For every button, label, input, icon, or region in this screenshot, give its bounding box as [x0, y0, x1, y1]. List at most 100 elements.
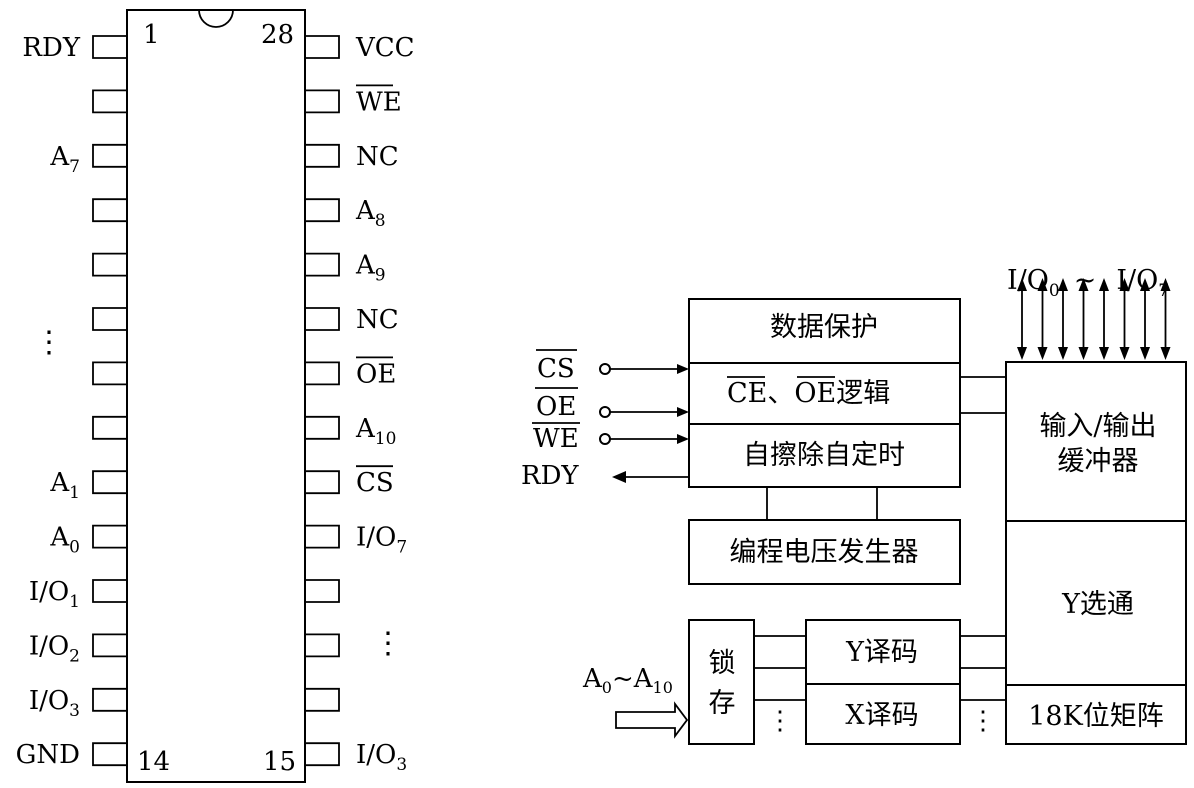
left-pin-1: [92, 35, 127, 59]
right-pin-label-27: WE: [356, 87, 402, 117]
y-gate-block: [1005, 520, 1187, 686]
left-pin-2: [92, 89, 127, 114]
right-pin-28: [305, 35, 340, 59]
y-gate-label: Y选通: [1061, 589, 1134, 620]
x-decoder-label: X译码: [845, 700, 918, 731]
cs-input-terminal: [599, 363, 611, 375]
left-pin-7: [92, 361, 127, 386]
bit-matrix-block: [1005, 684, 1187, 745]
chip-notch: [198, 9, 234, 28]
right-pin-21: [305, 415, 340, 440]
arrow-up-icon: [1078, 278, 1089, 291]
right-pin-15: [305, 742, 340, 767]
latch-x-dots: ⋮: [767, 706, 793, 736]
left-pin-12: [92, 633, 127, 658]
io-buffer-label-line2: 缓冲器: [1058, 446, 1139, 477]
arrow-up-icon: [1058, 278, 1068, 291]
pin-number-14: 14: [137, 747, 170, 777]
latch-label-line2: 存: [709, 688, 736, 719]
right-pin-label-24: A9: [355, 251, 386, 286]
right-ellipsis: ⋮: [373, 626, 403, 661]
right-pin-label-25: A8: [355, 196, 386, 231]
x-matrix-dots: ⋮: [970, 706, 996, 736]
arrow-down-icon: [1058, 347, 1068, 360]
right-pin-label-26: NC: [356, 142, 399, 172]
arrow-up-icon: [1099, 278, 1109, 291]
arrow-up-icon: [1017, 278, 1027, 291]
left-pin-label-10: A0: [49, 523, 80, 558]
right-pin-label-15: I/O3: [356, 740, 407, 775]
left-pin-label-11: I/O1: [29, 577, 80, 612]
arrow-down-icon: [1037, 347, 1048, 360]
left-pin-6: [92, 307, 127, 331]
arrow-up-icon: [1140, 278, 1150, 291]
right-pin-label-28: VCC: [355, 33, 415, 63]
data-protect-block: [688, 298, 961, 364]
program-voltage-generator-label: 编程电压发生器: [730, 537, 919, 568]
arrow-down-icon: [1140, 347, 1150, 360]
left-pin-label-1: RDY: [22, 33, 80, 63]
x-decoder-block: [805, 683, 961, 745]
right-pin-label-23: NC: [356, 305, 399, 335]
left-pin-label-14: GND: [16, 740, 80, 770]
rdy-arrowhead-icon: [612, 471, 626, 483]
left-pin-9: [92, 470, 127, 495]
oe-input-terminal: [599, 406, 611, 418]
ce-oe-logic-label: CE、OE逻辑: [727, 378, 890, 409]
arrow-up-icon: [1037, 278, 1048, 291]
right-pin-26: [305, 143, 340, 168]
left-pin-label-9: A1: [49, 468, 80, 503]
cs-signal-label: CS: [537, 354, 575, 384]
right-pin-27: [305, 89, 340, 114]
arrow-up-icon: [1160, 278, 1171, 291]
left-pin-4: [92, 198, 127, 223]
right-pin-20: [305, 470, 340, 495]
arrow-down-icon: [1078, 347, 1089, 360]
right-pin-23: [305, 307, 340, 331]
right-pin-18: [305, 579, 340, 603]
left-pin-label-13: I/O3: [29, 686, 80, 721]
y-decoder-label: Y译码: [845, 637, 918, 668]
right-pin-22: [305, 361, 340, 386]
right-pin-24: [305, 252, 340, 277]
right-pin-16: [305, 687, 340, 712]
block-diagram: I/O0~I/O7 数据保护 CE、OE逻辑 自擦除自定时 编程电压发生器 输入…: [521, 265, 1187, 745]
we-signal-label: WE: [533, 424, 579, 454]
io-buffer-label-line1: 输入/输出: [1039, 411, 1156, 442]
latch-block: [688, 619, 755, 745]
left-pin-10: [92, 524, 127, 549]
self-erase-timer-label: 自擦除自定时: [743, 440, 905, 471]
left-pin-11: [92, 579, 127, 603]
left-pin-5: [92, 252, 127, 277]
pin-number-15: 15: [263, 747, 296, 777]
data-protect-label: 数据保护: [770, 312, 878, 343]
cs-arrowhead-icon: [677, 364, 689, 374]
arrow-down-icon: [1119, 347, 1130, 360]
left-ellipsis: ⋮: [34, 325, 64, 360]
right-pin-label-19: I/O7: [356, 523, 407, 558]
rdy-signal-label: RDY: [521, 461, 579, 491]
pin-number-28: 28: [261, 20, 294, 50]
arrow-down-icon: [1160, 347, 1171, 360]
left-pin-14: [92, 742, 127, 767]
arrow-down-icon: [1017, 347, 1027, 360]
address-hollow-arrow-icon: [615, 701, 689, 739]
left-pin-13: [92, 687, 127, 712]
right-pin-label-21: A10: [355, 414, 396, 449]
program-voltage-generator-block: [688, 519, 961, 585]
left-pin-3: [92, 143, 127, 168]
latch-label-line1: 锁: [709, 648, 736, 679]
pin-number-1: 1: [143, 20, 160, 50]
right-pin-label-20: CS: [356, 468, 394, 498]
bit-matrix-label: 18K位矩阵: [1028, 701, 1164, 732]
we-input-terminal: [599, 433, 611, 445]
io-buffer-block: [1005, 361, 1187, 522]
oe-arrowhead-icon: [677, 407, 689, 417]
left-pin-label-3: A7: [49, 142, 80, 177]
left-pin-8: [92, 415, 127, 440]
arrow-up-icon: [1119, 278, 1130, 291]
